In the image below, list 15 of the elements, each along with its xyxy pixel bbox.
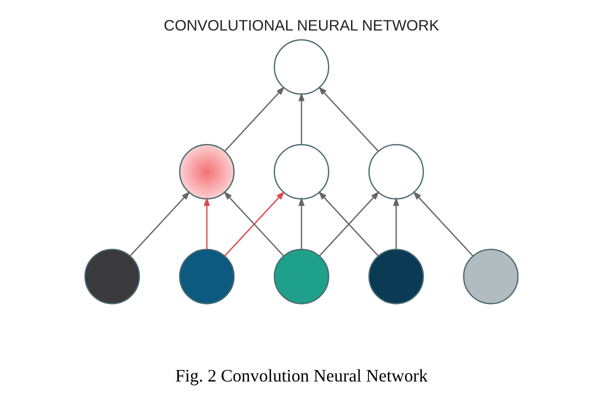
arrow [130,191,190,256]
arrow [204,197,210,249]
arrow [298,197,305,249]
caption: Fig. 2 Convolution Neural Network [175,366,428,386]
arrow [224,86,285,152]
node-circle [84,248,140,304]
node-circle [368,248,424,304]
arrow [412,191,474,256]
diagram-title: CONVOLUTIONAL NEURAL NETWORK [164,18,440,35]
arrow [393,197,400,249]
node-circle [274,248,330,304]
node-circle [179,248,235,304]
arrow [318,86,379,152]
arrow [298,92,305,144]
node-circle [463,248,519,304]
